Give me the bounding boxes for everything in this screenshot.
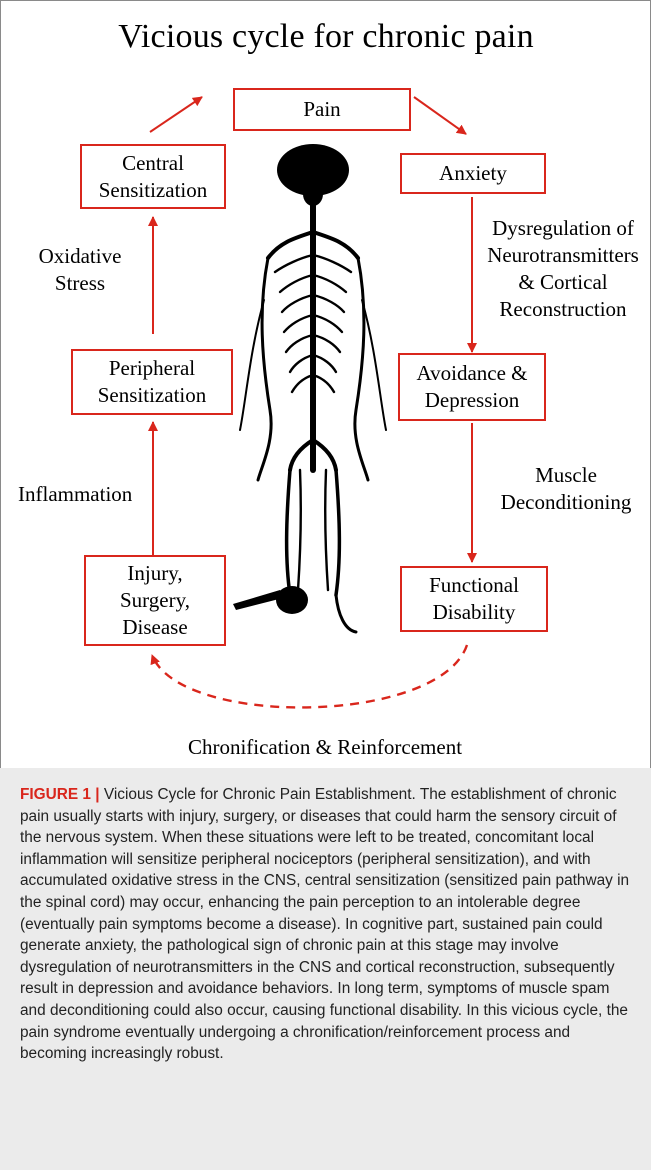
arrow-pain-to-anxiety: [414, 97, 466, 134]
caption-panel: FIGURE 1 | Vicious Cycle for Chronic Pai…: [0, 768, 651, 1170]
arrow-central-to-pain: [150, 97, 202, 132]
label-inflammation: Inflammation: [18, 481, 158, 508]
arrow-chronification: [152, 645, 467, 707]
box-peripheral-sensitization: Peripheral Sensitization: [71, 349, 233, 415]
injury-pointer: [233, 590, 283, 610]
figure-caption: FIGURE 1 | Vicious Cycle for Chronic Pai…: [20, 784, 638, 1065]
box-anxiety: Anxiety: [400, 153, 546, 194]
figure-separator: |: [95, 786, 99, 803]
label-oxidative-stress: Oxidative Stress: [20, 243, 140, 297]
label-muscle-deconditioning: Muscle Deconditioning: [482, 462, 650, 516]
caption-body: The establishment of chronic pain usuall…: [20, 786, 629, 1062]
figure-title: Vicious Cycle for Chronic Pain Establish…: [104, 786, 416, 803]
label-chronification: Chronification & Reinforcement: [100, 734, 550, 761]
label-dysregulation: Dysregulation of Neurotransmitters & Cor…: [474, 215, 652, 323]
box-injury-surgery-disease: Injury, Surgery, Disease: [84, 555, 226, 646]
figure-label: FIGURE 1: [20, 786, 91, 803]
box-functional-disability: Functional Disability: [400, 566, 548, 632]
nervous-system-figure: [233, 144, 386, 632]
box-pain: Pain: [233, 88, 411, 131]
box-avoidance-depression: Avoidance & Depression: [398, 353, 546, 421]
injury-foot-shape: [276, 586, 308, 614]
box-central-sensitization: Central Sensitization: [80, 144, 226, 209]
